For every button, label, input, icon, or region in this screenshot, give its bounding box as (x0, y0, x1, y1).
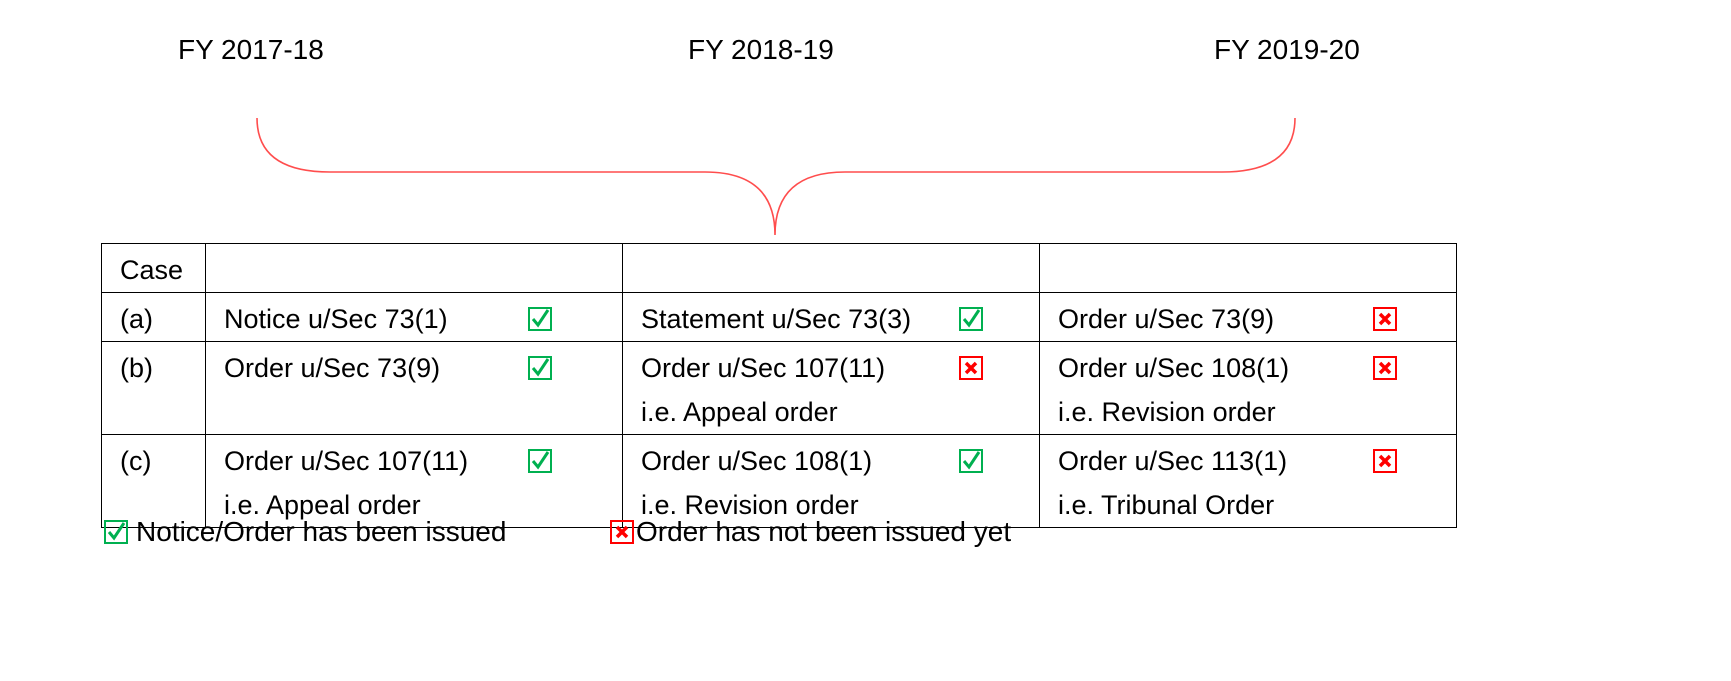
cell-line2: i.e. Appeal order (224, 490, 421, 520)
cell-line1: Order u/Sec 107(11) (224, 446, 469, 476)
cell-line1: Order u/Sec 108(1) (641, 446, 873, 476)
cell-line1: Order u/Sec 73(9) (224, 353, 441, 383)
case-table: Case (a) Notice u/Sec 73(1) Statement u/Se… (101, 243, 1457, 528)
cell-line2: i.e. Revision order (1058, 397, 1276, 427)
cell-line2: i.e. Revision order (641, 490, 859, 520)
year-label: FY 2019-20 (1214, 34, 1360, 65)
legend-issued-label: Notice/Order has been issued (136, 516, 507, 547)
header-case: Case (101, 243, 206, 293)
check-box-icon (959, 307, 983, 331)
year-label: FY 2017-18 (178, 34, 324, 65)
check-box-icon (528, 449, 552, 473)
x-box-icon (1373, 356, 1397, 380)
cell-line1: Order u/Sec 73(9) (1058, 304, 1275, 334)
table-cell: Order u/Sec 107(11) i.e. Appeal order (205, 434, 623, 528)
cell-line1: Statement u/Sec 73(3) (641, 304, 912, 334)
check-box-icon (528, 307, 552, 331)
x-box-icon (959, 356, 983, 380)
check-box-icon (959, 449, 983, 473)
x-box-icon (1373, 307, 1397, 331)
case-label: (a) (101, 292, 206, 342)
table-cell: Order u/Sec 107(11) i.e. Appeal order (622, 341, 1040, 435)
cell-line1: Order u/Sec 113(1) (1058, 446, 1288, 476)
case-label: (c) (101, 434, 206, 528)
table-row: (a) Notice u/Sec 73(1) Statement u/Sec 73(… (101, 292, 1457, 342)
table-cell: Order u/Sec 108(1) i.e. Revision order (622, 434, 1040, 528)
legend-not-issued: Order has not been issued yet (610, 516, 1011, 548)
legend-not-issued-label: Order has not been issued yet (636, 516, 1012, 547)
case-label: (b) (101, 341, 206, 435)
cell-line1: Order u/Sec 108(1) (1058, 353, 1290, 383)
check-box-icon (528, 356, 552, 380)
table-cell: Order u/Sec 108(1) i.e. Revision order (1039, 341, 1457, 435)
legend-issued: Notice/Order has been issued (104, 516, 506, 548)
x-box-icon (1373, 449, 1397, 473)
table-cell: Order u/Sec 73(9) (1039, 292, 1457, 342)
header-empty (205, 243, 623, 293)
year-label: FY 2018-19 (688, 34, 834, 65)
table-cell: Notice u/Sec 73(1) (205, 292, 623, 342)
header-empty (1039, 243, 1457, 293)
check-box-icon (104, 520, 128, 544)
table-cell: Order u/Sec 113(1) i.e. Tribunal Order (1039, 434, 1457, 528)
table-cell: Order u/Sec 73(9) (205, 341, 623, 435)
cell-line2: i.e. Tribunal Order (1058, 490, 1275, 520)
cell-line1: Order u/Sec 107(11) (641, 353, 886, 383)
cell-line1: Notice u/Sec 73(1) (224, 304, 448, 334)
cell-line2: i.e. Appeal order (641, 397, 838, 427)
table-row: (b) Order u/Sec 73(9) Order u/Sec 107(11) i… (101, 341, 1457, 435)
table-cell: Statement u/Sec 73(3) (622, 292, 1040, 342)
x-box-icon (610, 520, 634, 544)
header-empty (622, 243, 1040, 293)
